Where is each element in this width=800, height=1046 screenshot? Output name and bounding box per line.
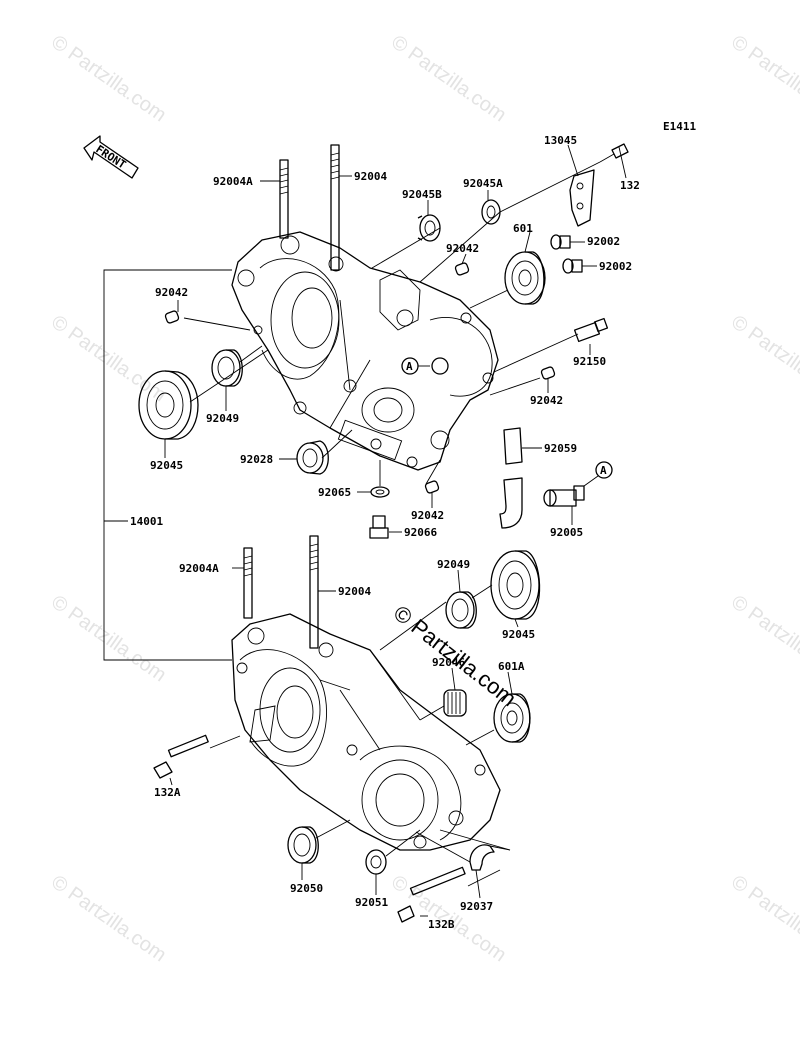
part-label-92046: 92046 <box>432 656 465 669</box>
part-label-92045A: 92045A <box>463 177 503 190</box>
part-label-92065: 92065 <box>318 486 351 499</box>
oil-seal-92050 <box>287 826 319 864</box>
svg-text:© Partzilla.com: © Partzilla.com <box>47 591 170 686</box>
callout-a-upper: A <box>401 357 449 375</box>
part-label-92004A-lower: 92004A <box>179 562 219 575</box>
bearing-92045B <box>417 214 441 242</box>
dowel-92042-lower <box>424 480 440 494</box>
part-label-92045-lower: 92045 <box>502 628 535 641</box>
part-label-92005: 92005 <box>550 526 583 539</box>
part-label-92037: 92037 <box>460 900 493 913</box>
part-label-92004-lower: 92004 <box>338 585 371 598</box>
bolt-132A <box>153 734 209 779</box>
part-label-92059: 92059 <box>544 442 577 455</box>
oil-seal-92049-lower <box>445 591 477 629</box>
part-label-132A: 132A <box>154 786 181 799</box>
svg-text:© Partzilla.com: © Partzilla.com <box>47 871 170 966</box>
fitting-92005 <box>543 485 585 507</box>
part-label-92051: 92051 <box>355 896 388 909</box>
fitting-92150 <box>573 317 609 343</box>
svg-text:© Partzilla.com: © Partzilla.com <box>727 871 800 966</box>
bearing-92045-lower <box>490 550 541 620</box>
part-label-92002-b: 92002 <box>599 260 632 273</box>
screw-92002-a <box>550 234 571 250</box>
part-label-14001: 14001 <box>130 515 163 528</box>
watermark: © Partzilla.com <box>47 871 170 966</box>
assembly-bracket-14001: 14001 <box>103 269 232 661</box>
washer-92065 <box>370 486 390 498</box>
svg-text:A: A <box>406 360 413 373</box>
part-label-92004A-upper: 92004A <box>213 175 253 188</box>
part-label-92042-upper: 92042 <box>446 242 479 255</box>
svg-text:© Partzilla.com: © Partzilla.com <box>47 311 170 406</box>
part-label-13045: 13045 <box>544 134 577 147</box>
watermark: © Partzilla.com <box>727 871 800 966</box>
watermark: © Partzilla.com <box>727 31 800 126</box>
watermark: © Partzilla.com <box>47 591 170 686</box>
front-label: FRONT <box>93 143 128 172</box>
svg-text:A: A <box>600 464 607 477</box>
svg-text:© Partzilla.com: © Partzilla.com <box>727 311 800 406</box>
part-label-132B: 132B <box>428 918 455 931</box>
part-label-601: 601 <box>513 222 533 235</box>
needle-bearing-92046 <box>443 689 467 717</box>
clamp-92037 <box>469 844 495 871</box>
watermark: © Partzilla.com <box>47 31 170 126</box>
svg-text:© Partzilla.com: © Partzilla.com <box>47 31 170 126</box>
part-label-92049-upper: 92049 <box>206 412 239 425</box>
part-labels: 13045 132 92004A 92004 92045B 92045A 920… <box>150 134 640 931</box>
part-label-601A: 601A <box>498 660 525 673</box>
dowel-92042-left <box>164 310 180 324</box>
crankcase-left-half <box>231 613 501 851</box>
leader-lines <box>164 144 627 917</box>
watermark-layer: © Partzilla.com © Partzilla.com © Partzi… <box>47 31 800 966</box>
watermark: © Partzilla.com <box>727 311 800 406</box>
watermark: © Partzilla.com <box>47 311 170 406</box>
hose-92059 <box>499 427 523 529</box>
watermark: © Partzilla.com <box>727 591 800 686</box>
screw-92002-b <box>562 258 583 274</box>
main-watermark: © Partzilla.com <box>389 600 521 711</box>
part-label-92042-lower: 92042 <box>411 509 444 522</box>
part-label-92002-a: 92002 <box>587 235 620 248</box>
diagram-code: E1411 <box>663 120 696 133</box>
front-direction-arrow: FRONT <box>83 135 139 179</box>
bolt-132B <box>397 866 466 923</box>
svg-text:© Partzilla.com: © Partzilla.com <box>727 591 800 686</box>
stud-92004-lower <box>309 535 319 649</box>
part-label-92004-upper: 92004 <box>354 170 387 183</box>
dowel-92042-right <box>540 366 556 380</box>
part-label-92150: 92150 <box>573 355 606 368</box>
callout-a-right: A <box>583 461 613 487</box>
svg-text:© Partzilla.com: © Partzilla.com <box>387 31 510 126</box>
svg-text:© Partzilla.com: © Partzilla.com <box>389 600 521 711</box>
crankcase-right-half <box>231 231 499 471</box>
bracket-13045 <box>569 169 595 227</box>
part-label-92045B: 92045B <box>402 188 442 201</box>
watermark: © Partzilla.com <box>387 31 510 126</box>
bolt-132 <box>599 143 629 163</box>
stud-92004-upper <box>330 144 340 271</box>
part-label-92042-right: 92042 <box>530 394 563 407</box>
oil-seal-92049-upper <box>211 349 243 387</box>
part-label-132: 132 <box>620 179 640 192</box>
part-label-92028: 92028 <box>240 453 273 466</box>
plug-92066 <box>369 515 389 539</box>
oil-seal-92051 <box>365 849 387 875</box>
svg-text:© Partzilla.com: © Partzilla.com <box>727 31 800 126</box>
part-label-92045-upper: 92045 <box>150 459 183 472</box>
bearing-92028 <box>296 440 329 475</box>
part-label-92042-left: 92042 <box>155 286 188 299</box>
bearing-601 <box>504 251 546 305</box>
part-label-92049-lower: 92049 <box>437 558 470 571</box>
part-label-92050: 92050 <box>290 882 323 895</box>
dowel-92042-upper <box>454 262 470 276</box>
stud-92004A-upper <box>279 159 289 239</box>
stud-92004A-lower <box>243 547 253 619</box>
part-label-92066: 92066 <box>404 526 437 539</box>
